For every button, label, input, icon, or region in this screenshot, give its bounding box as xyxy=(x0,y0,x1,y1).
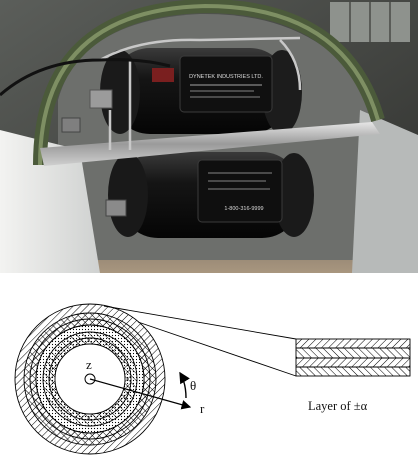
laminate-detail xyxy=(295,338,411,377)
valve-block xyxy=(89,89,113,109)
fuel-lines xyxy=(99,36,302,150)
laminate-ply-4 xyxy=(295,366,411,377)
tank-photo: DYNETEK INDUSTRIES LTD. 1-800-316-9999 xyxy=(0,0,418,273)
laminate-ply-2 xyxy=(295,347,411,359)
upper-tank: DYNETEK INDUSTRIES LTD. xyxy=(100,48,302,134)
laminate-caption: Layer of ±α xyxy=(308,399,368,413)
lower-tank: 1-800-316-9999 xyxy=(108,152,314,238)
label-theta: θ xyxy=(190,378,196,393)
cross-beam xyxy=(40,122,380,166)
theta-arrow xyxy=(179,371,190,399)
fuselage-panel-right xyxy=(352,110,418,273)
label-r: r xyxy=(200,401,205,416)
label-z: z xyxy=(86,357,92,372)
laminate-ply-1 xyxy=(295,338,411,349)
upper-tank-label: DYNETEK INDUSTRIES LTD. xyxy=(189,74,263,80)
black-hose xyxy=(0,58,171,97)
laminate-cross-section-diagram: z r θ Layer of ±α xyxy=(14,303,411,455)
fuselage-panel-left xyxy=(0,130,100,273)
laminate-ply-3 xyxy=(295,357,411,368)
zoom-lines xyxy=(103,305,297,377)
r-axis-arrow xyxy=(89,378,192,410)
lower-tank-label: 1-800-316-9999 xyxy=(224,206,263,212)
